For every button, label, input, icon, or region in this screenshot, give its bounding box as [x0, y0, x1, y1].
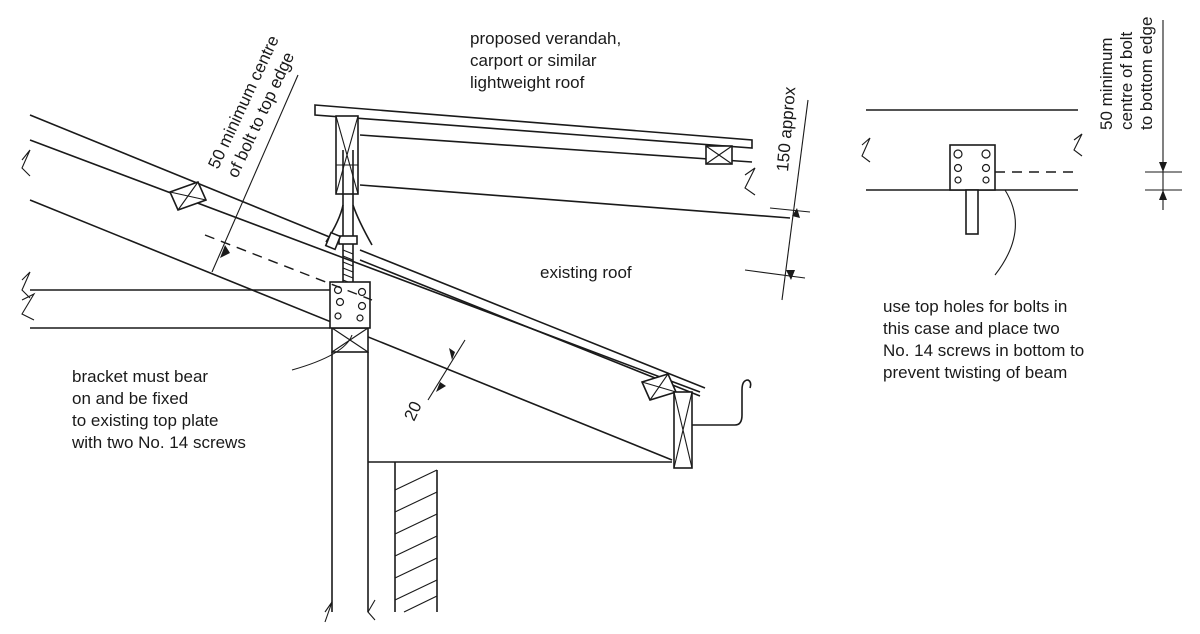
dim-50-bottom-edge: [1145, 20, 1182, 210]
existing-purlin-left: [168, 180, 208, 212]
bracket-plate: [329, 281, 371, 329]
bolt-centre-line: [204, 234, 373, 301]
min-bottom-edge-label: 50 minimum centre of bolt to bottom edge: [1097, 17, 1156, 130]
brick-hatch: [394, 469, 438, 613]
proposed-roof-sheet: [314, 104, 753, 149]
dim-20: [427, 339, 466, 401]
existing-purlin-right: [640, 373, 678, 401]
fascia: [673, 391, 693, 469]
bracket-note: bracket must bear on and be fixed to exi…: [71, 367, 246, 452]
proposed-roof-label: proposed verandah, carport or similar li…: [470, 29, 626, 92]
holes-note: use top holes for bolts in this case and…: [883, 297, 1089, 382]
proposed-rafter-post: [335, 115, 359, 195]
dim-20-label: 20: [400, 399, 425, 424]
dim-150-approx: [744, 99, 811, 301]
approx-150-label: 150 approx: [773, 85, 799, 172]
flashing-cone: [324, 204, 373, 251]
wall-stud: [324, 352, 376, 623]
min-top-edge-label: 50 minimum centre of bolt to top edge: [204, 28, 303, 180]
dim-50-top-edge: [211, 74, 299, 273]
bracket-leader: [291, 334, 353, 371]
proposed-purlin: [705, 145, 733, 165]
holes-leader: [994, 189, 1016, 276]
ceiling-joist: [21, 289, 330, 329]
gutter: [692, 379, 752, 426]
elevation-bracket-plate: [949, 144, 996, 235]
existing-roof-label: existing roof: [540, 263, 632, 282]
eaves-and-wall: [368, 461, 672, 613]
proposed-beam: [359, 134, 791, 219]
